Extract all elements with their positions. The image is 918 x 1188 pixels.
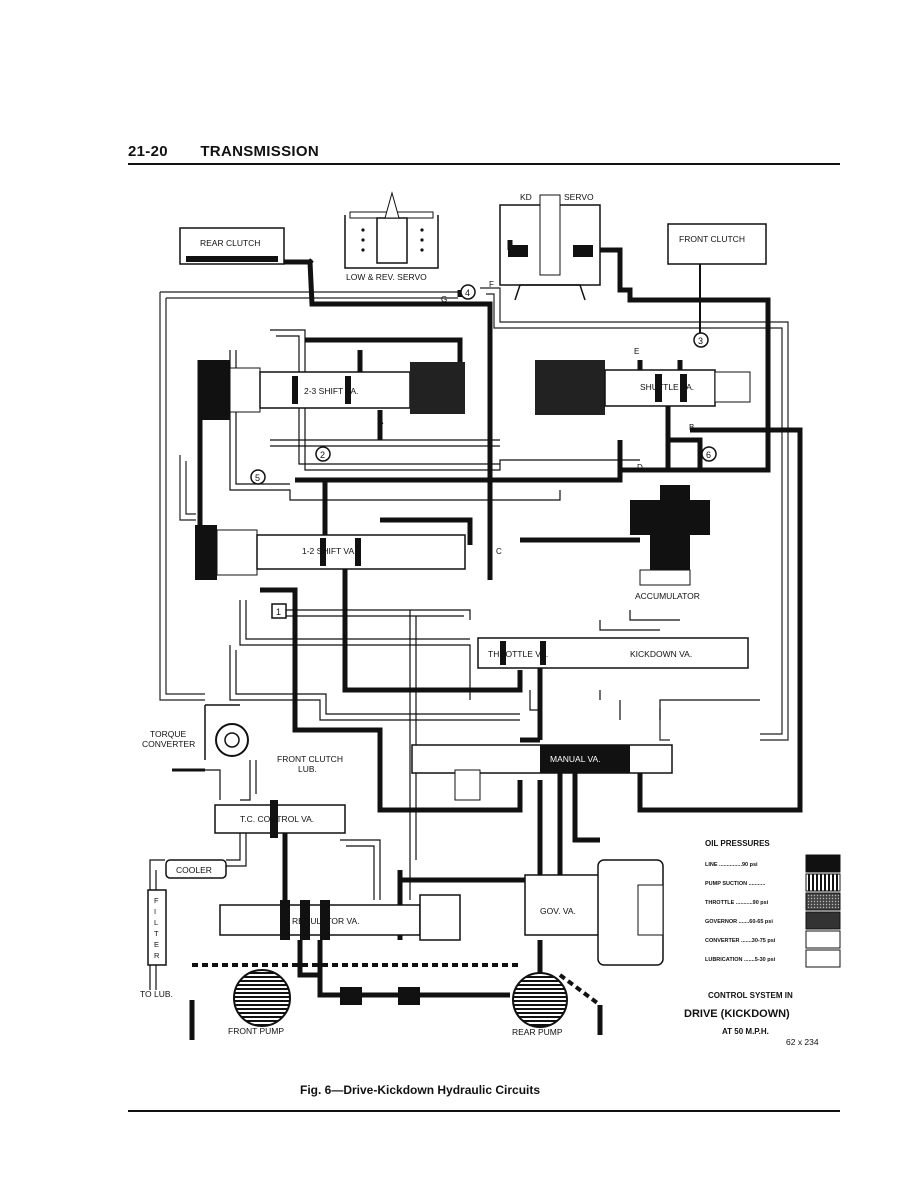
front-pump-label: FRONT PUMP [228,1026,284,1036]
regulator-valve: REGULATOR VA. [219,894,461,941]
torque-converter-label-1: TORQUE [150,729,187,739]
control-system-line2: DRIVE (KICKDOWN) [684,1008,790,1020]
legend-row-line: LINE ...............90 psi [705,862,758,868]
tc-control-valve-label: T.C. CONTROL VA. [240,814,314,824]
legend-swatch-governor [805,911,841,930]
front-clutch-label: FRONT CLUTCH [679,234,745,244]
cooler: COOLER [165,859,227,879]
check-4: 4 [465,288,470,298]
filter-letter-4: T [154,929,159,938]
regulator-valve-label: REGULATOR VA. [292,916,360,926]
cooler-label: COOLER [176,865,212,875]
line-letter-e: E [634,347,639,356]
legend-swatch-throttle [805,892,841,911]
shuttle-valve-label: SHUTTLE VA. [640,382,694,392]
page-header: 21-20 TRANSMISSION [128,143,319,160]
legend-row-lubrication: LUBRICATION .......5-30 psi [705,957,776,963]
page-number: 21-20 [128,143,168,160]
control-system-line3: AT 50 M.P.H. [722,1027,769,1036]
legend-row-converter: CONVERTER .......30-75 psi [705,938,776,944]
front-clutch: FRONT CLUTCH [667,223,767,335]
control-system-text: CONTROL SYSTEM IN DRIVE (KICKDOWN) AT 50… [684,991,819,1047]
check-points: 1 2 3 4 5 6 [250,284,717,619]
kd-servo: KD SERVO [499,192,601,301]
figure-code: 62 x 234 [786,1037,819,1047]
suction-lines [192,963,602,1007]
legend-row-throttle: THROTTLE ...........90 psi [705,900,769,906]
front-clutch-lub-label-2: LUB. [298,764,317,774]
accumulator-label: ACCUMULATOR [635,591,700,601]
torque-converter: TORQUE CONVERTER FRONT CLUTCH LUB. [142,704,343,774]
governor-valve-label: GOV. VA. [540,906,576,916]
legend-swatch-converter [805,930,841,949]
check-5: 5 [255,473,260,483]
throttle-kickdown-valves: THROTTLE VA. KICKDOWN VA. [477,637,749,669]
legend-swatch-lubrication [805,949,841,968]
filter: F I L T E R TO LUB. [140,889,173,999]
kd-label: KD [520,192,532,202]
line-letter-g: G [441,295,447,304]
line-letter-a: A [378,417,384,426]
filter-letter-5: E [154,940,159,949]
front-pump: FRONT PUMP [228,969,291,1036]
rear-pump-label: REAR PUMP [512,1027,563,1037]
legend-row-suction: PUMP SUCTION ........... [705,881,766,887]
low-rev-servo-label: LOW & REV. SERVO [346,272,427,282]
shift-valve-23-label: 2-3 SHIFT VA. [304,386,358,396]
tc-control-valve: T.C. CONTROL VA. [214,800,346,838]
check-2: 2 [320,450,325,460]
throttle-valve-label: THROTTLE VA. [488,649,548,659]
low-rev-servo: LOW & REV. SERVO [344,191,439,282]
rear-pump: REAR PUMP [512,972,568,1037]
filter-letter-3: L [154,918,158,927]
rear-clutch: REAR CLUTCH [179,227,285,265]
rear-clutch-label: REAR CLUTCH [200,238,260,248]
filter-letter-2: I [154,907,156,916]
kickdown-valve-label: KICKDOWN VA. [630,649,692,659]
accumulator: ACCUMULATOR [630,485,710,601]
throttle-lines [149,329,760,990]
shuttle-valve: SHUTTLE VA. [535,360,751,415]
servo-label: SERVO [564,192,594,202]
check-1: 1 [276,607,281,617]
footer-rule [128,1110,840,1112]
filter-letter-1: F [154,896,159,905]
line-letters: A B C D E F G [378,280,694,556]
front-clutch-lub-label-1: FRONT CLUTCH [277,754,343,764]
governor-valve: GOV. VA. [524,859,664,966]
legend-row-governor: GOVERNOR .......60-65 psi [705,919,773,925]
manual-valve-label: MANUAL VA. [550,754,601,764]
shift-valve-12: 1-2 SHIFT VA. [195,525,466,580]
manual-valve: MANUAL VA. [411,744,673,801]
figure-caption: Fig. 6—Drive-Kickdown Hydraulic Circuits [300,1083,541,1097]
control-system-line1: CONTROL SYSTEM IN [708,991,793,1000]
header-rule [128,163,840,165]
shift-valve-12-label: 1-2 SHIFT VA. [302,546,356,556]
check-3: 3 [698,336,703,346]
legend-swatch-suction [805,873,841,892]
legend-swatch-line [805,854,841,873]
line-letter-b: B [689,423,694,432]
line-letter-f: F [489,280,494,289]
line-letter-d: D [637,463,643,472]
filter-letter-6: R [154,951,160,960]
line-letter-c: C [496,547,502,556]
to-lub-label: TO LUB. [140,989,173,999]
check-valves-pump [340,987,420,1005]
legend-title: OIL PRESSURES [705,839,770,848]
oil-pressure-legend: OIL PRESSURES LINE ...............90 psi… [705,839,841,968]
check-6: 6 [706,450,711,460]
torque-converter-label-2: CONVERTER [142,739,195,749]
shift-valve-23: 2-3 SHIFT VA. [200,360,465,420]
section-title: TRANSMISSION [200,143,319,160]
